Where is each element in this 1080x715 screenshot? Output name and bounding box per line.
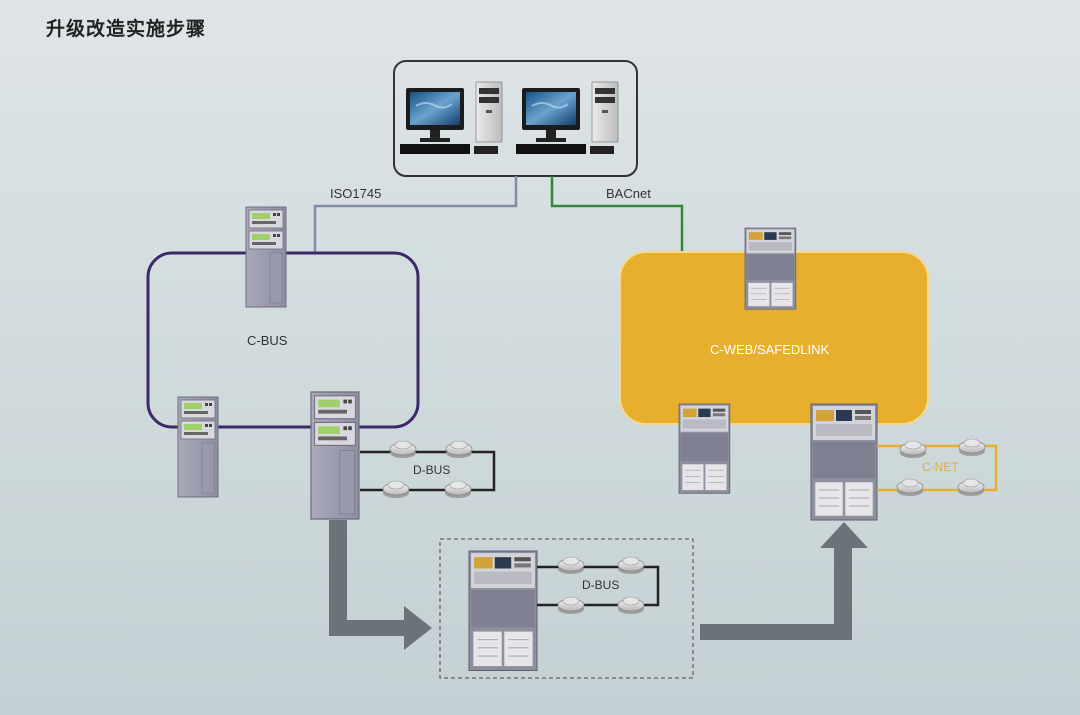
fire-panel-icon [678, 403, 731, 494]
smoke-detector-icon [557, 596, 585, 615]
arrow-icon [700, 522, 868, 640]
smoke-detector-icon [896, 478, 924, 497]
cnet-loop [877, 444, 998, 492]
fire-panel-icon [744, 227, 797, 310]
cnet-label: C-NET [922, 460, 959, 474]
smoke-detector-icon [382, 480, 410, 499]
workstation-icon [515, 81, 619, 155]
dbus-new-label: D-BUS [582, 578, 619, 592]
fire-panel-icon [810, 403, 878, 521]
smoke-detector-icon [617, 556, 645, 575]
bacnet-label: BACnet [606, 186, 651, 201]
cbus-label: C-BUS [247, 333, 288, 348]
fire-panel-icon [245, 206, 287, 308]
fire-panel-icon [310, 391, 360, 520]
fire-panel-icon [468, 550, 538, 671]
iso1745-link [313, 176, 518, 253]
workstation-icon [399, 81, 503, 155]
iso1745-label: ISO1745 [330, 186, 381, 201]
transition-box [439, 538, 694, 679]
smoke-detector-icon [899, 440, 927, 459]
page-title: 升级改造实施步骤 [46, 18, 207, 40]
dbus-loop-new [537, 565, 660, 607]
dbus-loop-existing [360, 450, 496, 492]
fire-panel-icon [177, 396, 219, 498]
smoke-detector-icon [958, 438, 986, 457]
smoke-detector-icon [557, 556, 585, 575]
arrow-icon [329, 520, 432, 650]
bacnet-link [550, 176, 684, 252]
dbus-existing-label: D-BUS [413, 463, 450, 477]
smoke-detector-icon [445, 440, 473, 459]
smoke-detector-icon [957, 478, 985, 497]
smoke-detector-icon [444, 480, 472, 499]
smoke-detector-icon [389, 440, 417, 459]
cweb-label: C-WEB/SAFEDLINK [710, 342, 830, 357]
smoke-detector-icon [617, 596, 645, 615]
